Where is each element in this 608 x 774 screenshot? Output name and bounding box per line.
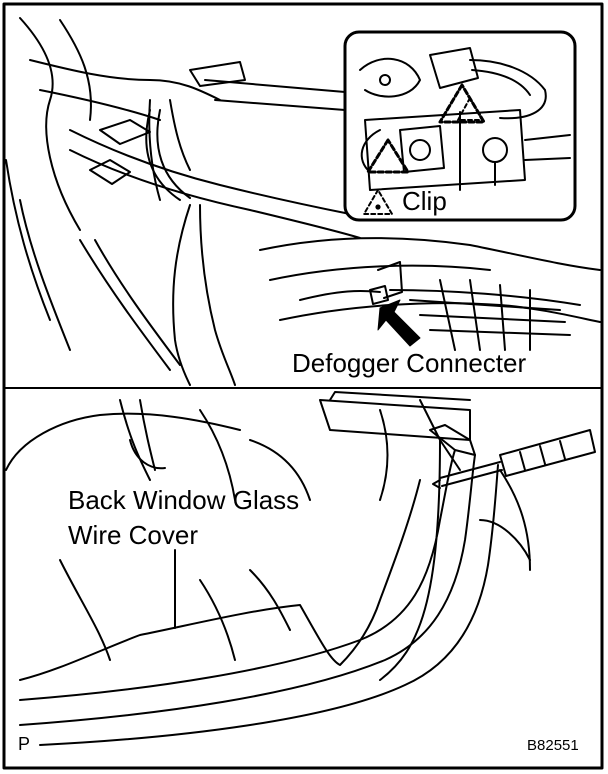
upper-view-lines [5,17,601,386]
dashed-triangle-icon [363,189,393,215]
clip-label: Clip [402,186,447,216]
screwdriver-icon [439,429,596,487]
figure-code: B82551 [527,737,579,754]
arrow-icon [377,299,421,347]
corner-mark: P [18,734,31,754]
lower-view-lines [5,391,596,746]
back-window-glass-label: Back Window Glass [68,485,300,515]
defogger-connecter-label: Defogger Connecter [292,348,527,378]
clip-detail-inset [343,30,577,222]
wire-cover-label: Wire Cover [68,520,199,550]
